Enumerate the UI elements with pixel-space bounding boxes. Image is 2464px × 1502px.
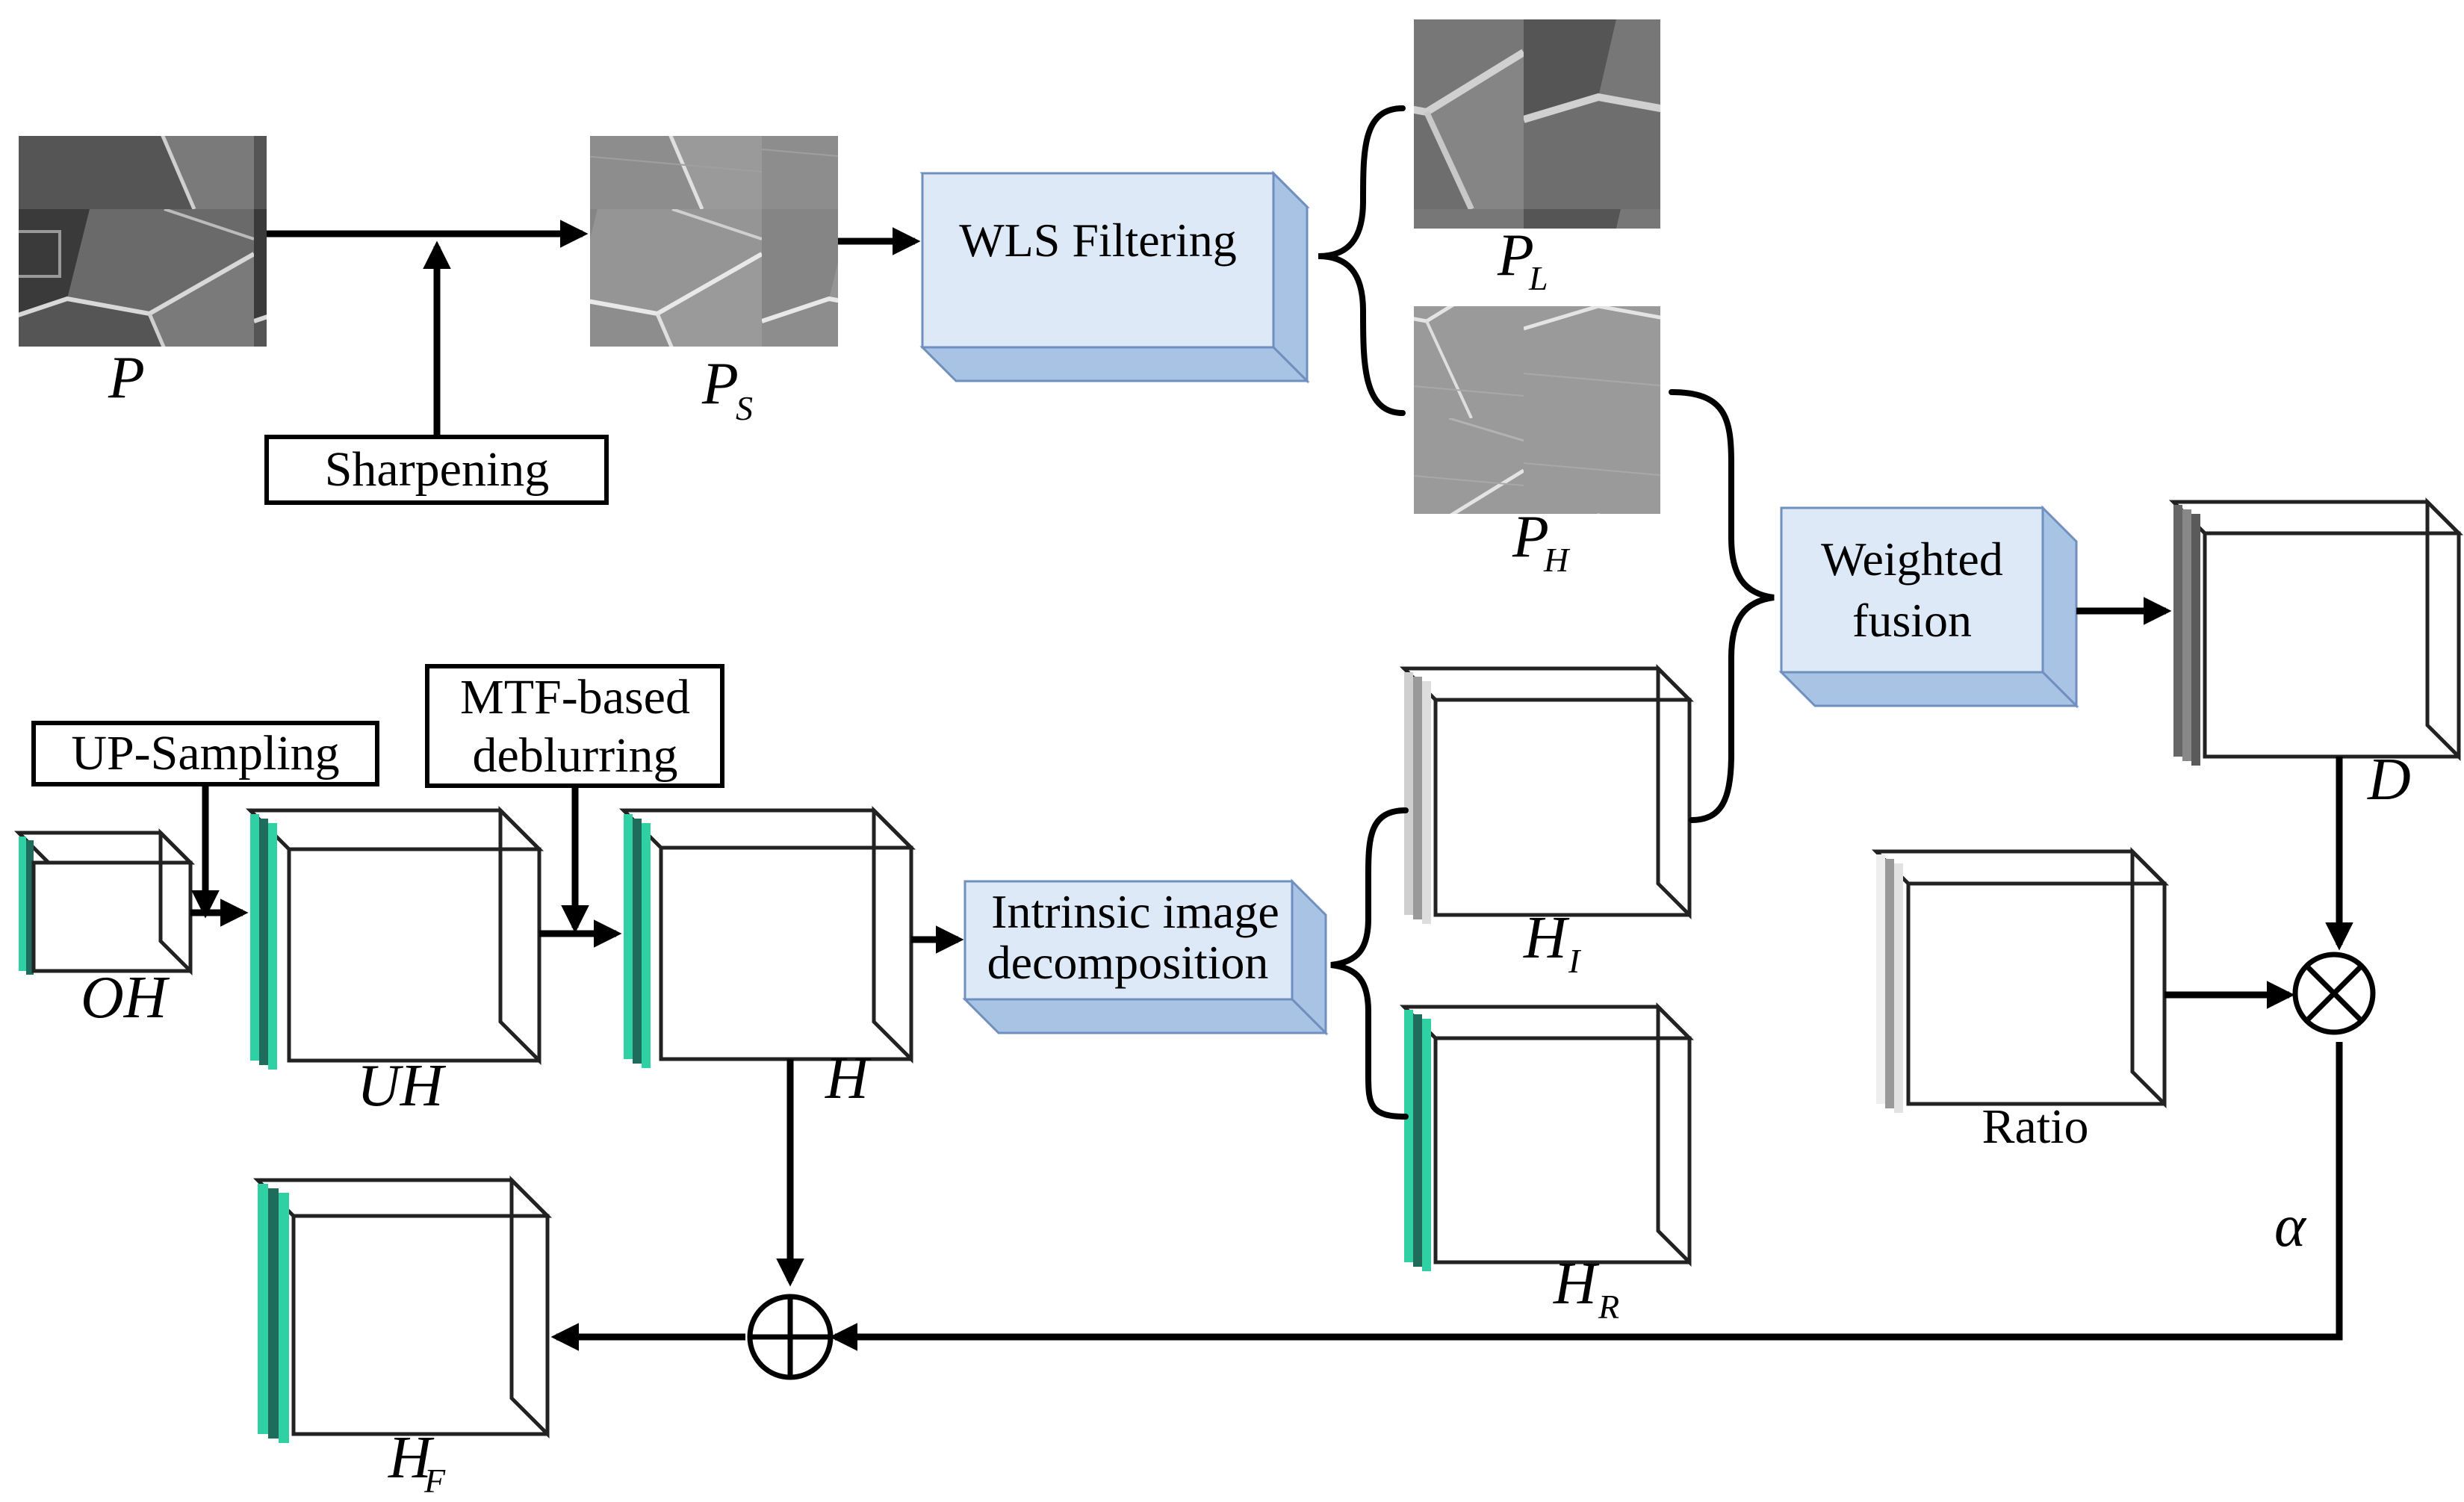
label-d: D [2367, 747, 2411, 813]
pan-image-p [19, 136, 267, 347]
cube-hr [1399, 1002, 1695, 1271]
cube-d [2168, 497, 2464, 766]
cube-h [618, 805, 916, 1068]
cube-ratio [1871, 846, 2170, 1113]
svg-text:Sharpening: Sharpening [325, 442, 550, 497]
svg-text:P: P [701, 351, 739, 417]
svg-text:P: P [1497, 223, 1534, 288]
svg-text:H: H [1543, 541, 1571, 579]
label-ratio: Ratio [1982, 1099, 2089, 1154]
intrinsic-decomposition-block: Intrinsic image decomposition [962, 878, 1329, 1036]
svg-text:UP-Sampling: UP-Sampling [71, 726, 339, 781]
add-operator [747, 1294, 834, 1380]
svg-text:WLS Filtering: WLS Filtering [959, 214, 1237, 267]
svg-text:decomposition: decomposition [987, 936, 1269, 989]
label-hf: H F [388, 1425, 446, 1500]
svg-text:R: R [1598, 1288, 1619, 1326]
svg-text:H: H [1523, 905, 1570, 971]
label-p: P [108, 345, 145, 411]
label-ph: P H [1512, 504, 1571, 579]
svg-text:MTF-based: MTF-based [460, 670, 690, 724]
pan-image-ph [1414, 306, 1660, 514]
svg-text:deblurring: deblurring [473, 728, 678, 783]
sharpening-box: Sharpening [264, 435, 609, 505]
brace-wls-split [1318, 105, 1406, 416]
cube-hf [252, 1175, 553, 1443]
brace-intrinsic-split [1330, 807, 1409, 1120]
cube-oh [13, 828, 196, 976]
cube-hi [1399, 663, 1695, 924]
pan-image-pl [1414, 19, 1660, 229]
pan-image-ps [590, 136, 838, 347]
svg-text:L: L [1528, 259, 1548, 297]
svg-text:F: F [423, 1462, 446, 1500]
svg-text:S: S [736, 389, 753, 427]
label-hr: H R [1553, 1251, 1619, 1326]
label-hi: H I [1523, 905, 1582, 980]
mtf-deblurring-box: MTF-based deblurring [425, 664, 724, 788]
weighted-fusion-block: Weighted fusion [1778, 505, 2079, 709]
upsampling-box: UP-Sampling [31, 721, 379, 786]
brace-fusion-inputs [1669, 389, 1775, 823]
svg-text:fusion: fusion [1852, 594, 1972, 647]
cube-uh [245, 805, 544, 1070]
arrow-multiply-to-add [829, 1042, 2343, 1351]
svg-text:H: H [1553, 1251, 1600, 1317]
braces [1318, 105, 1775, 1120]
label-h: H [825, 1046, 872, 1111]
label-uh: UH [357, 1053, 447, 1119]
svg-text:Weighted: Weighted [1821, 533, 2003, 586]
svg-text:I: I [1568, 942, 1582, 980]
multiply-operator [2292, 952, 2376, 1035]
label-oh: OH [81, 965, 170, 1031]
wls-filtering-block: WLS Filtering [919, 170, 1310, 384]
label-pl: P L [1497, 223, 1548, 297]
label-ps: P S [701, 351, 753, 427]
svg-text:Intrinsic image: Intrinsic image [991, 885, 1279, 938]
svg-text:P: P [1512, 504, 1549, 570]
label-alpha: α [2274, 1194, 2307, 1259]
flow-arrows [190, 220, 2353, 1351]
svg-text:H: H [388, 1425, 435, 1491]
